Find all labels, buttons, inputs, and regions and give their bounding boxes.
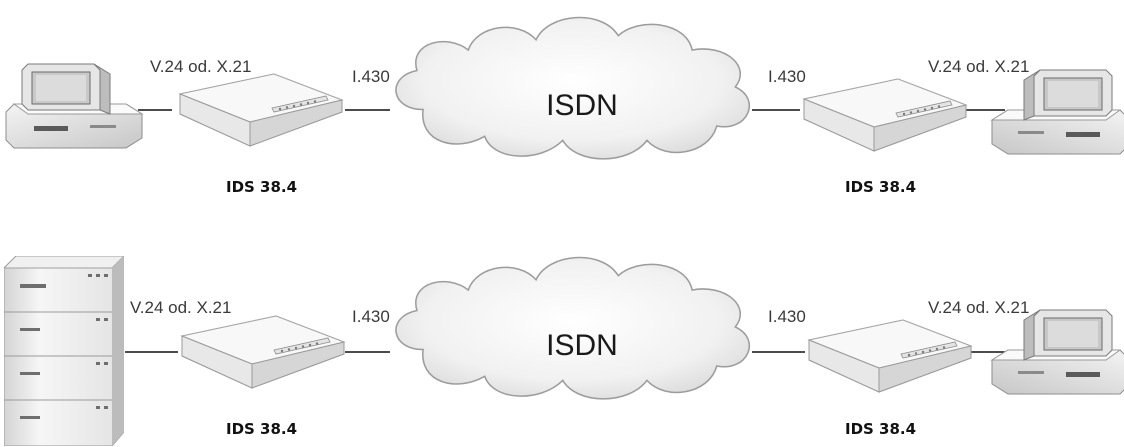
left-network-interface-label: I.430 — [352, 67, 390, 86]
right-device-label: IDS 38.4 — [845, 420, 916, 438]
row-1: V.24 od. X.21 I.430 ISDN I.430 V.24 od. … — [5, 16, 1124, 196]
isdn-terminal-adapter-icon — [808, 319, 972, 393]
right-interface-label: V.24 od. X.21 — [928, 57, 1029, 76]
row-2: V.24 od. X.21 I.430 ISDN I.430 V.24 od. … — [4, 256, 1124, 446]
left-interface-label: V.24 od. X.21 — [130, 298, 231, 317]
right-network-interface-label: I.430 — [768, 307, 806, 326]
right-network-interface-label: I.430 — [768, 67, 806, 86]
isdn-terminal-adapter-icon — [179, 73, 343, 147]
computer-icon — [992, 310, 1124, 394]
isdn-terminal-adapter-icon — [803, 78, 967, 152]
left-device-label: IDS 38.4 — [226, 178, 297, 196]
left-device-label: IDS 38.4 — [226, 420, 297, 438]
isdn-terminal-adapter-icon — [181, 315, 345, 389]
network-label: ISDN — [546, 89, 618, 122]
right-interface-label: V.24 od. X.21 — [928, 298, 1029, 317]
network-label: ISDN — [546, 329, 618, 362]
right-device-label: IDS 38.4 — [845, 178, 916, 196]
computer-icon — [5, 63, 143, 149]
server-rack-icon — [4, 256, 124, 446]
left-interface-label: V.24 od. X.21 — [150, 57, 251, 76]
computer-icon — [992, 70, 1124, 154]
left-network-interface-label: I.430 — [352, 307, 390, 326]
